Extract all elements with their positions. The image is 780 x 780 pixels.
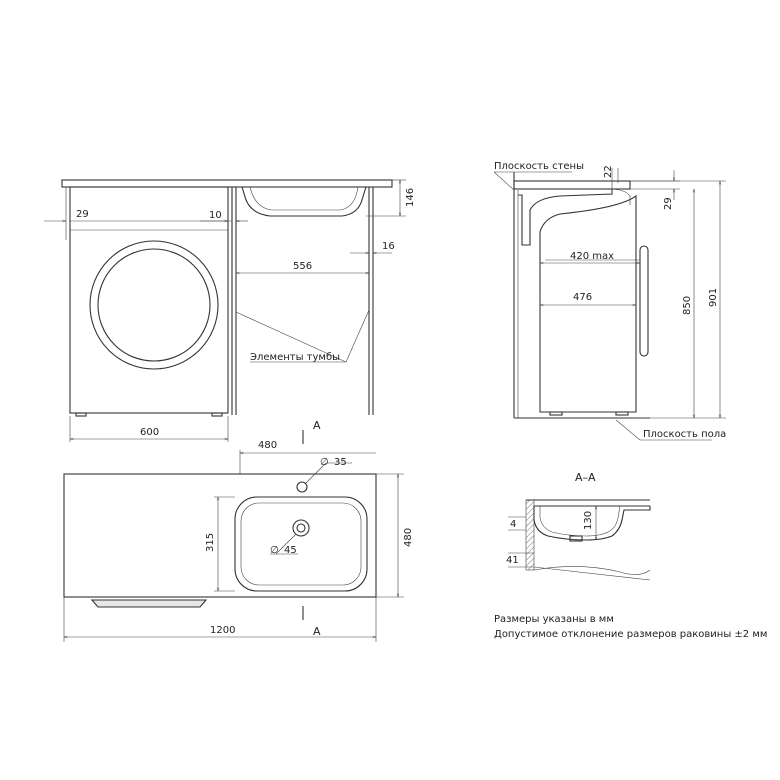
dim-901: 901 (708, 288, 719, 307)
dim-41: 41 (506, 555, 519, 566)
side-view: Плоскость стены Плоскость пола 22 29 420… (493, 161, 726, 441)
dim-1200: 1200 (210, 625, 235, 636)
front-countertop (61, 179, 393, 188)
section-mark-top: A (313, 419, 321, 432)
dim-476: 476 (573, 292, 592, 303)
label-cabinet-elements: Элементы тумбы (250, 352, 340, 363)
dim-130: 130 (583, 511, 594, 530)
drain-inner (296, 523, 306, 533)
section-a-a: А–А 130 4 41 (506, 471, 651, 581)
section-mark-bottom: A (313, 625, 321, 638)
notes: Размеры указаны в мм Допустимое отклонен… (494, 614, 767, 640)
dim-29: 29 (76, 209, 89, 220)
dim-4: 4 (510, 519, 516, 530)
washer-door-outer (89, 240, 219, 370)
dim-420-max: 420 max (570, 251, 614, 262)
label-floor-plane: Плоскость пола (643, 429, 726, 440)
top-basin-outer (234, 496, 368, 592)
top-view: A A 480 ∅ 35 315 ∅ 45 480 1200 (63, 419, 414, 642)
dim-dia-45: 45 (284, 545, 297, 556)
dim-29: 29 (663, 197, 674, 210)
front-view: 29 10 146 16 556 600 Элементы тумбы (44, 179, 416, 442)
section-title: А–А (575, 471, 596, 484)
dim-22: 22 (603, 165, 614, 178)
dim-146: 146 (405, 188, 416, 207)
dim-16: 16 (382, 241, 395, 252)
tap-hole (296, 481, 308, 493)
dim-480-width: 480 (258, 440, 277, 451)
dim-556: 556 (293, 261, 312, 272)
front-basin (241, 186, 367, 217)
top-basin-inner (240, 502, 362, 586)
dim-315: 315 (205, 533, 216, 552)
washing-machine-body (69, 186, 229, 414)
dia-symbol-45: ∅ (270, 545, 279, 556)
dim-dia-35: 35 (334, 457, 347, 468)
dia-symbol-35: ∅ (320, 457, 329, 468)
washer-door-inner (97, 248, 211, 362)
dim-850: 850 (682, 296, 693, 315)
top-countertop (63, 473, 377, 598)
drain-outer (292, 519, 310, 537)
dim-480-height: 480 (403, 528, 414, 547)
dim-10: 10 (209, 210, 222, 221)
label-wall-plane: Плоскость стены (494, 161, 584, 172)
note-tolerance: Допустимое отклонение размеров раковины … (494, 629, 767, 640)
note-units: Размеры указаны в мм (494, 614, 614, 625)
section-basin-profile (533, 506, 651, 541)
dim-600: 600 (140, 427, 159, 438)
